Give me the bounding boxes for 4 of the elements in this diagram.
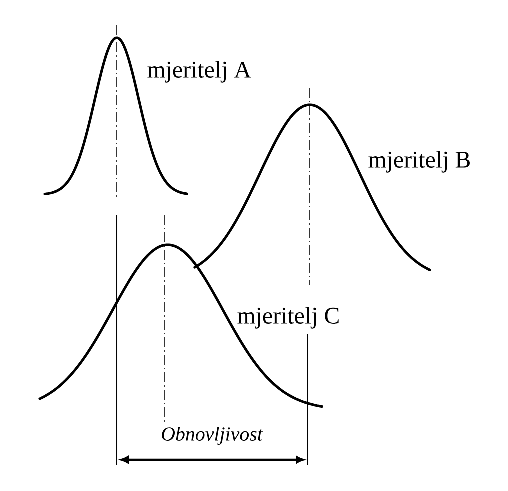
curve-label: mjeritelj B: [368, 151, 470, 173]
dimension-label: Obnovljivost: [162, 426, 264, 445]
curve-label: mjeritelj C: [238, 307, 339, 329]
curve-label: mjeritelj A: [148, 61, 252, 83]
